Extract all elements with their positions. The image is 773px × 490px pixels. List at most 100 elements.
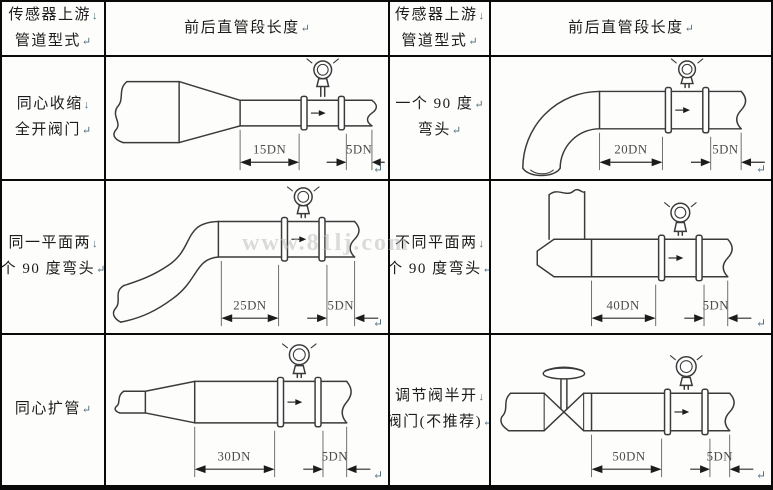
concentric-expander-diagram: 30DN 5DN (114, 343, 371, 478)
flange (663, 388, 672, 436)
pipe-run (239, 99, 378, 127)
dimension-upstream: 25DN (220, 260, 280, 327)
label-text: 同心收缩 (16, 96, 83, 112)
pipe-run (217, 220, 360, 258)
label-text: 个 90 度弯头 (390, 261, 482, 277)
single-90-elbow-diagram: 20DN 5DN (522, 58, 765, 177)
line-break-mark: ↓ (92, 9, 98, 22)
valve-handwheel-icon (542, 367, 586, 380)
flow-meter (280, 186, 326, 262)
flow-meter (300, 58, 346, 131)
flange (318, 216, 326, 262)
pipe-break (341, 380, 352, 424)
pipe-break (114, 390, 125, 414)
upstream-fitting-s-bend (112, 220, 220, 323)
dimension-upstream: 50DN (591, 434, 663, 478)
transmitter-lugs (669, 355, 703, 361)
transmitter-lugs (306, 58, 340, 64)
two-elbows-same-plane-diagram: 25DN 5DN (112, 186, 379, 327)
flow-arrow-icon (682, 409, 690, 415)
paragraph-mark: ↵ (474, 99, 484, 111)
diagram-single-90-elbow: 20DN 5DN ↵ (491, 57, 771, 181)
pipe-break (548, 188, 586, 196)
diagram-regulating-valve: 50DN 5DN ↵ (491, 335, 771, 485)
paragraph-mark: ↵ (684, 22, 694, 35)
upstream-dimension-label: 25DN (233, 298, 266, 312)
flow-arrow-icon (295, 399, 303, 406)
upstream-dimension-label: 50DN (612, 449, 645, 463)
header-straight-length-right: 前后直管段长度↵ (491, 2, 771, 57)
header-upstream-type-right: 传感器上游↓ 管道型式↵ (390, 2, 491, 57)
dimension-downstream: 5DN (307, 260, 379, 327)
transmitter-lugs (670, 58, 704, 64)
line-break-mark: ↓ (478, 238, 485, 250)
transmitter-head-icon (670, 202, 691, 223)
diagram-concentric-reducer: 15DN 5DN ↵ (106, 57, 390, 181)
dimension-upstream: 30DN (194, 426, 276, 478)
header-straight-length-left: 前后直管段长度↵ (106, 2, 390, 57)
pipe-type-label-concentric-expander: 同心扩管↵ (2, 335, 106, 485)
pipe-break (722, 238, 733, 278)
label-text: 一个 90 度 (395, 96, 474, 112)
flow-meter (663, 355, 709, 436)
flow-meter (276, 343, 322, 428)
dimension-upstream: 15DN (239, 129, 300, 171)
flange (314, 376, 322, 428)
line-break-mark: ↓ (83, 99, 90, 111)
flow-meter (657, 202, 703, 282)
label-text: 全开阀门 (14, 122, 81, 138)
paragraph-mark: ↵ (300, 22, 310, 35)
paragraph-mark: ↵ (755, 316, 766, 330)
pipe-type-label-two-elbows-same-plane: 同一平面两↓ 个 90 度弯头↵ (2, 181, 106, 335)
pipe-run (598, 90, 747, 130)
valve-stem (560, 378, 568, 410)
pipe-break (724, 392, 735, 432)
diagram-two-elbows-same-plane: 25DN 5DN ↵ (106, 181, 390, 335)
paragraph-mark: ↵ (468, 35, 478, 48)
flow-arrow-icon (318, 110, 326, 117)
flow-arrow-icon (676, 255, 684, 261)
paragraph-mark: ↵ (451, 125, 462, 137)
paragraph-mark: ↵ (372, 316, 383, 330)
header-text: 管道型式 (401, 32, 468, 49)
flow-meter (664, 58, 710, 134)
valve-body-icon (543, 392, 585, 432)
upstream-dimension-label: 40DN (606, 298, 639, 312)
paragraph-mark: ↵ (483, 417, 489, 429)
paragraph-mark: ↵ (482, 264, 491, 276)
flange (695, 234, 703, 282)
transmitter-head-icon (677, 60, 697, 79)
upstream-dimension-label: 20DN (614, 142, 647, 156)
paragraph-mark: ↵ (372, 162, 383, 176)
header-text: 前后直管段长度 (568, 19, 684, 36)
upstream-fitting-elbow (522, 90, 601, 177)
header-text: 管道型式 (14, 32, 81, 49)
pipe-run (582, 392, 735, 432)
label-text: 个 90 度弯头 (2, 261, 96, 277)
diagram-two-elbows-different-planes: 40DN 5DN ↵ (491, 181, 771, 335)
paragraph-mark: ↵ (755, 162, 766, 176)
header-text: 传感器上游 (394, 6, 478, 23)
two-elbows-different-planes-diagram: 40DN 5DN (536, 188, 752, 327)
transmitter-head-icon (293, 187, 313, 207)
paragraph-mark: ↵ (372, 468, 383, 482)
upstream-fitting-vertical-elbow (536, 188, 586, 278)
flange (300, 95, 308, 131)
line-break-mark: ↓ (478, 391, 485, 403)
flange (657, 234, 666, 282)
pipe-break (366, 99, 378, 127)
label-text: 调节阀半开 (394, 388, 478, 404)
pipe-type-label-concentric-reducer: 同心收缩↓ 全开阀门↵ (2, 57, 106, 181)
downstream-dimension-label: 5DN (703, 298, 729, 312)
flow-arrow-icon (683, 107, 691, 114)
flange (276, 376, 285, 428)
header-text: 传感器上游 (8, 6, 91, 23)
transmitter-head-icon (313, 60, 333, 80)
pipe-type-label-regulating-valve: 调节阀半开↓ 阀门(不推荐)↵ (390, 335, 491, 485)
diagram-concentric-expander: 30DN 5DN ↵ (106, 335, 390, 485)
transmitter-head-icon (288, 344, 310, 366)
flange (701, 388, 709, 436)
label-text: 弯头 (417, 122, 451, 138)
